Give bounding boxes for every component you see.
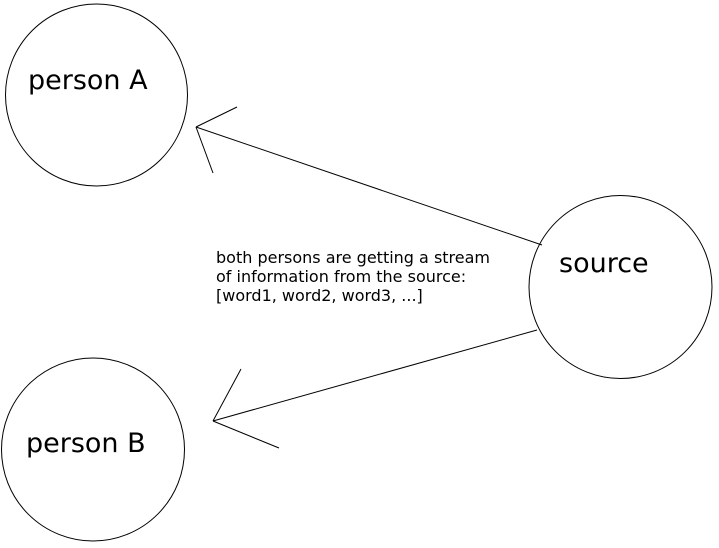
person-a-label: person A [28,65,148,96]
arrowhead-barb-upper [195,106,238,128]
person-a-node [5,3,188,187]
annotation-line-2: of information from the source: [216,267,467,286]
annotation-text: both persons are getting a stream of inf… [216,248,490,305]
source-node [528,195,713,379]
arrow-shaft [212,329,538,422]
arrow-source-to-person-b [212,329,538,449]
arrowhead-barb-lower [212,420,280,449]
arrowhead-barb-upper [212,368,242,422]
arrow-source-to-person-a [195,106,543,246]
source-label: source [559,248,649,279]
person-b-label: person B [26,428,146,459]
annotation-line-1: both persons are getting a stream [216,248,491,267]
annotation-line-3: [word1, word2, word3, ...] [216,286,423,305]
arrowhead-barb-lower [195,126,214,174]
arrow-shaft [195,126,543,246]
person-b-node [1,357,185,542]
